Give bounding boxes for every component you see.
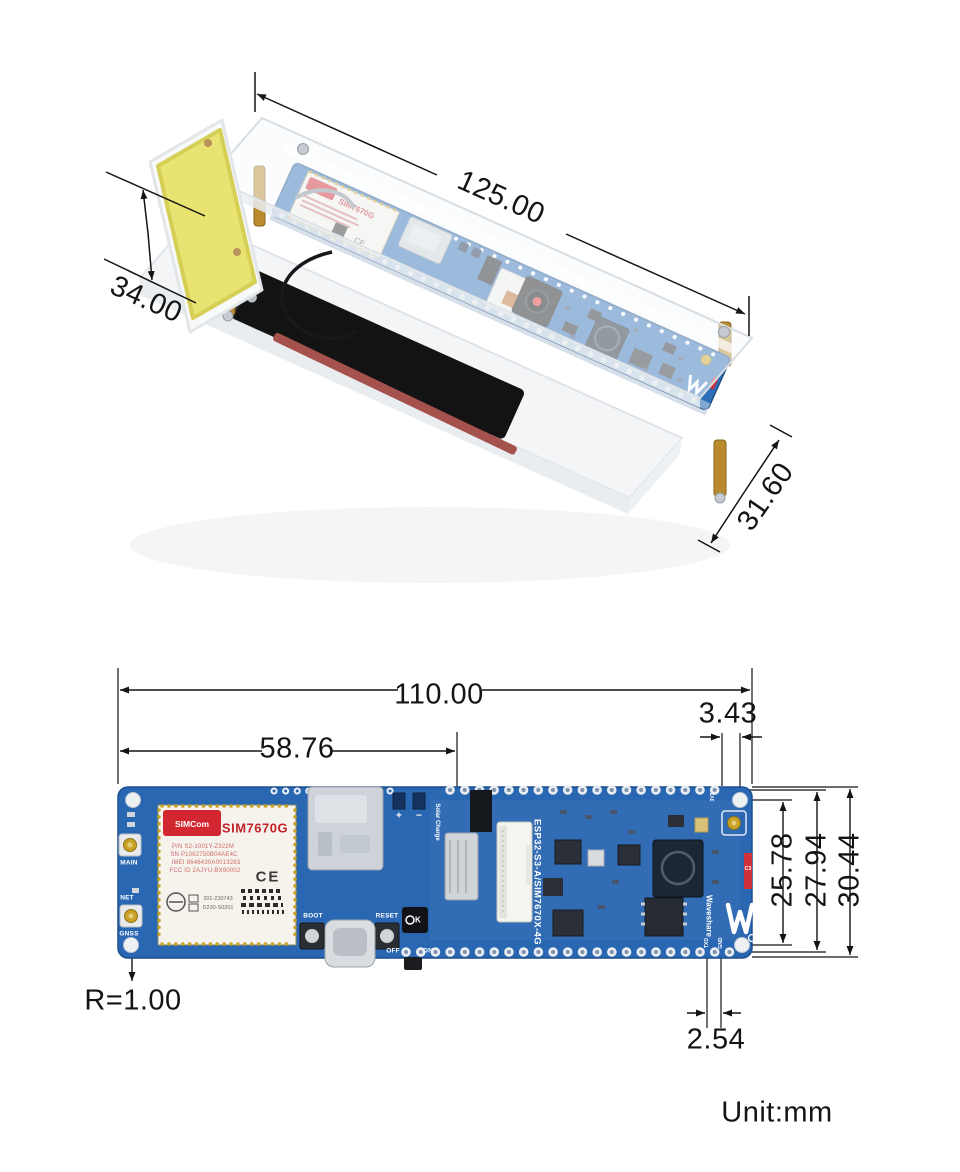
boot-button [299, 922, 325, 950]
simcom-badge [163, 810, 221, 836]
ic-qfn2 [617, 844, 641, 866]
solar-pad-minus [412, 792, 426, 810]
label-pin-txd: TXD [704, 938, 710, 948]
label-main: MAIN [120, 859, 138, 867]
net-led [132, 888, 139, 893]
usb-c-port [324, 919, 376, 968]
sim-brand: SIMCom [175, 819, 209, 829]
sim-ce-mark: CE [255, 868, 281, 886]
ic-soic8 [641, 897, 687, 937]
label-pin-gnd: GND [718, 937, 724, 949]
label-brand-vertical: Waveshare [704, 895, 714, 937]
antenna-cable-gray [294, 188, 356, 209]
label-led-c3: C3 [744, 866, 752, 872]
label-net: NET [120, 894, 134, 902]
label-plus: + [395, 810, 403, 822]
corner-radius-label: R=1.00 [84, 984, 182, 1017]
power-inductor [402, 907, 428, 933]
mount-hole-bl [123, 937, 139, 953]
label-boot: BOOT [303, 912, 323, 920]
mount-hole-br [734, 937, 750, 953]
plate-screw2 [718, 326, 730, 338]
tan-capacitor [694, 817, 709, 833]
label-reset: RESET [375, 912, 399, 920]
wifi-antenna-connector [721, 810, 747, 836]
mount-hole-tl [125, 792, 141, 808]
dim-label-3044: 30.44 [833, 832, 866, 908]
dim-label-2578: 25.78 [766, 832, 799, 908]
sim-cert-t: D230-S0201 [202, 905, 234, 911]
dim-label-2794: 27.94 [800, 832, 833, 908]
crystal [587, 849, 605, 867]
status-led-strip [744, 853, 752, 889]
dim-label-343: 3.43 [698, 697, 758, 730]
label-minus: − [415, 810, 423, 822]
header-block [470, 790, 492, 832]
qr-code [239, 888, 285, 918]
label-inductor-k: K [415, 915, 421, 925]
ic-qfn4 [543, 878, 563, 896]
drawing-view [117, 668, 858, 1028]
mount-hole-tr [732, 792, 748, 808]
camera-fpc-connector [496, 821, 533, 923]
gnss-antenna-connector [119, 904, 143, 928]
sim-model: SIM7670G [221, 820, 289, 836]
standoff-right-front [713, 439, 727, 497]
waveshare-logo [725, 902, 757, 943]
label-on: ON [422, 947, 434, 955]
unit-note: Unit:mm [721, 1096, 833, 1129]
label-pin-3v3: 3V3 [710, 792, 716, 802]
photo-view: SIM7670G CE [103, 72, 793, 583]
plate-screw [297, 143, 309, 155]
sim-sn: SN P1062750B04AE4C [170, 852, 238, 858]
label-solar-charge: Solar Charge [434, 803, 440, 841]
dim-label-5876: 58.76 [259, 732, 335, 765]
power-switch [404, 957, 422, 970]
red-board-edge [273, 332, 517, 455]
dimension-lines [120, 686, 854, 1017]
extension-lines [117, 668, 858, 1028]
microsd-slot [444, 832, 479, 901]
sim-imei: IMEI 8646430A0013283 [171, 860, 241, 866]
dim-label-254: 2.54 [686, 1023, 746, 1056]
dim-label-110: 110.00 [394, 678, 484, 711]
sim-cert-r: 201-230743 [203, 896, 233, 902]
shadow [130, 507, 730, 583]
label-off: OFF [386, 947, 400, 955]
sim-card-slot [307, 786, 384, 871]
label-model-vertical: ESP32-S3-A/SIM7670X-4G [531, 818, 543, 946]
solar-pad-plus [392, 792, 406, 810]
reset-button [374, 922, 400, 950]
gnss-antenna [148, 118, 264, 334]
ic-small [668, 815, 684, 827]
sim7670g-module [157, 804, 297, 946]
label-gnss: GNSS [119, 930, 139, 938]
sim-fcc: FCC ID 2AJYU-BX90002 [169, 868, 241, 874]
sim-pn: P/N S2-1001Y-Z322M [171, 844, 235, 850]
ic-qfn1 [554, 839, 582, 865]
main-antenna-connector [118, 833, 142, 857]
screw-foot [714, 492, 726, 504]
pcb-board [117, 785, 757, 970]
photo-dimensions [103, 72, 793, 553]
ic-qfn3 [552, 909, 584, 937]
esp32-s3-chip [652, 839, 704, 898]
antenna-cable-black [280, 250, 358, 341]
